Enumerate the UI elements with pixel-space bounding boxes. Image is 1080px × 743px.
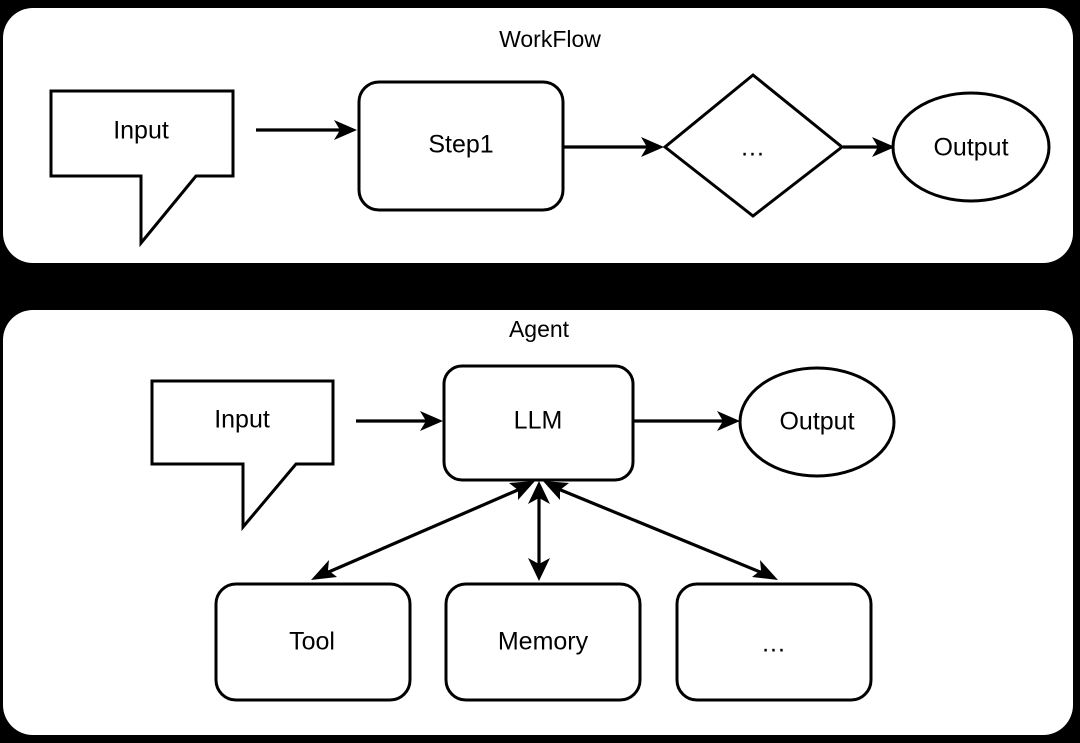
agent-node-output[interactable]: Output [738, 366, 896, 478]
agent-edge-llm-to-output [633, 411, 740, 431]
arrowhead-right-icon [334, 120, 357, 140]
arrowhead-up-left-icon [509, 481, 535, 500]
workflow-node-input-label: Input [113, 117, 169, 145]
workflow-node-ellipsis[interactable]: ... [662, 73, 845, 218]
agent-node-llm[interactable]: LLM [442, 364, 635, 482]
workflow-node-output[interactable]: Output [891, 91, 1051, 203]
callout-shape [150, 379, 335, 532]
agent-node-input[interactable]: Input [150, 379, 335, 532]
workflow-edge-step1-to-ellipsis [563, 137, 664, 157]
agent-node-output-label: Output [779, 408, 854, 436]
agent-node-memory-label: Memory [498, 628, 589, 656]
rounded-rect-shape [214, 582, 412, 702]
workflow-edge-input-to-step1 [256, 120, 357, 140]
diamond-shape [662, 73, 845, 218]
workflow-node-step1[interactable]: Step1 [357, 80, 565, 212]
arrowhead-up-right-icon [543, 481, 569, 500]
agent-node-tool[interactable]: Tool [214, 582, 412, 702]
workflow-node-output-label: Output [933, 134, 1008, 162]
workflow-panel-title: WorkFlow [499, 26, 601, 52]
workflow-node-step1-label: Step1 [428, 131, 493, 159]
arrowhead-right-icon [717, 411, 740, 431]
agent-node-input-label: Input [214, 406, 270, 434]
rounded-rect-shape [442, 364, 635, 482]
arrowhead-right-icon [872, 137, 895, 157]
agent-edge-input-to-llm [356, 411, 443, 431]
callout-shape [49, 89, 235, 248]
agent-node-tool-label: Tool [289, 628, 335, 656]
ellipse-shape [738, 366, 896, 478]
agent-node-memory[interactable]: Memory [444, 582, 642, 702]
workflow-edge-ellipsis-to-output [843, 137, 895, 157]
agent-edge-llm-to-memory [528, 481, 550, 581]
workflow-node-ellipsis-label: ... [741, 134, 765, 162]
agent-node-ellipsis[interactable]: ... [675, 582, 873, 702]
arrowhead-down-icon [528, 558, 550, 581]
arrowhead-down-left-icon [311, 560, 337, 580]
agent-node-llm-label: LLM [514, 407, 563, 435]
rounded-rect-shape [444, 582, 642, 702]
arrowhead-right-icon [641, 137, 664, 157]
workflow-node-input[interactable]: Input [49, 89, 235, 248]
arrowhead-down-right-icon [752, 560, 778, 580]
edge-line [323, 484, 528, 576]
rounded-rect-shape [675, 582, 873, 702]
agent-node-ellipsis-label: ... [762, 630, 786, 658]
ellipse-shape [891, 91, 1051, 203]
agent-edge-llm-to-tool [311, 481, 535, 580]
agent-edge-llm-to-ellipsis [543, 481, 778, 580]
agent-panel-title: Agent [509, 316, 570, 342]
arrowhead-right-icon [420, 411, 443, 431]
arrowhead-up-icon [528, 481, 550, 504]
edge-line [550, 484, 766, 576]
